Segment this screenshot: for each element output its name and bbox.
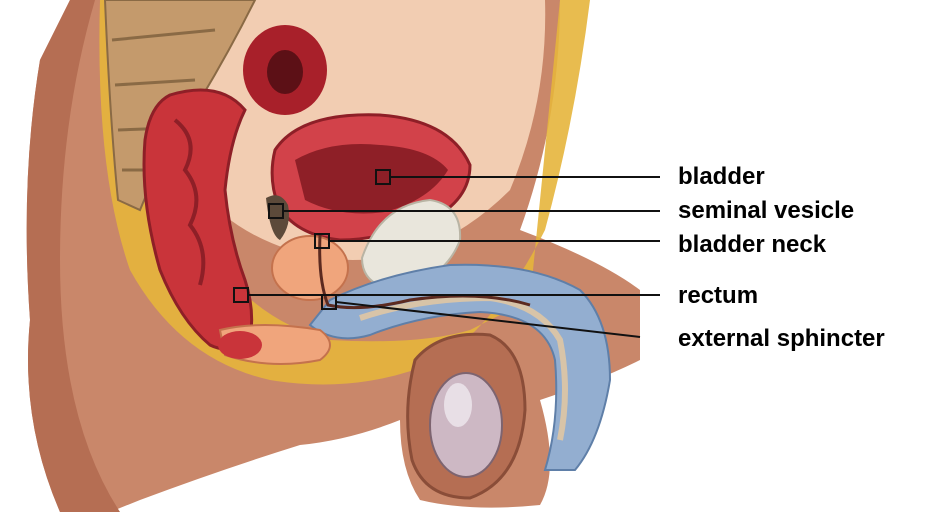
label-rectum: rectum [678,282,758,310]
label-bladder: bladder [678,163,765,191]
anal-sphincter [218,331,262,359]
label-external-sphincter: external sphincter [678,325,885,353]
colon-loop-inner [267,50,303,94]
testis-highlight [444,383,472,427]
label-bladder-neck: bladder neck [678,231,826,259]
prostate-organ [272,236,348,300]
label-seminal-vesicle: seminal vesicle [678,197,854,225]
